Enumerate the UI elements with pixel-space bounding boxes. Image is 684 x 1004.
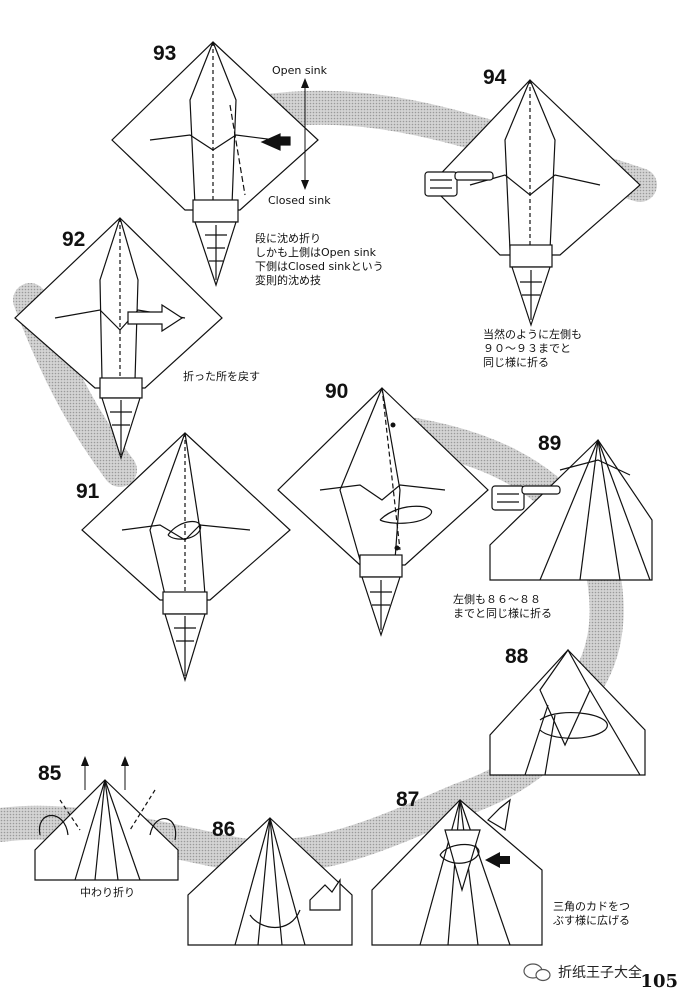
step85-note: 中わり折り bbox=[80, 886, 135, 899]
step-90-diagram bbox=[277, 387, 489, 637]
step-number-89: 89 bbox=[538, 432, 562, 455]
step-92-diagram bbox=[14, 217, 223, 460]
step-number-93: 93 bbox=[153, 42, 177, 65]
fold-arrow-icon bbox=[439, 843, 480, 864]
step-number-88: 88 bbox=[505, 645, 529, 668]
step-89-diagram bbox=[489, 439, 653, 581]
step87-note: 三角のカドをつ ぶす様に広げる bbox=[553, 900, 630, 927]
closed-sink-label: Closed sink bbox=[268, 194, 331, 207]
fold-arrow-icon bbox=[249, 909, 301, 928]
step-number-94: 94 bbox=[483, 66, 507, 89]
step-flow-band bbox=[0, 90, 657, 874]
step89-note: 左側も８６～８８ までと同じ様に折る bbox=[453, 593, 552, 620]
step-number-86: 86 bbox=[212, 818, 236, 841]
fold-arrow-icon bbox=[167, 521, 202, 540]
open-sink-label: Open sink bbox=[272, 64, 328, 77]
step-number-87: 87 bbox=[396, 788, 420, 811]
step-number-91: 91 bbox=[76, 480, 100, 503]
step-number-92: 92 bbox=[62, 228, 86, 251]
pointing-hand-icon bbox=[424, 171, 494, 197]
fold-arrow-icon bbox=[539, 711, 608, 739]
step-86-diagram bbox=[187, 817, 353, 946]
step-91-diagram bbox=[81, 432, 291, 683]
wechat-icon bbox=[523, 963, 551, 982]
step-number-90: 90 bbox=[325, 380, 349, 403]
step-93-diagram bbox=[111, 41, 319, 287]
push-arrow-icon bbox=[485, 798, 511, 868]
step-number-85: 85 bbox=[38, 762, 62, 785]
pointing-hand-icon bbox=[491, 485, 561, 511]
step92-note: 折った所を戻す bbox=[183, 370, 260, 383]
step-85-diagram bbox=[34, 779, 179, 881]
push-arrow-icon bbox=[127, 303, 184, 333]
page-number: 105 bbox=[640, 971, 678, 992]
watermark-text: 折纸王子大全 bbox=[558, 965, 642, 981]
step94-note: 当然のように左側も ９０～９３までと 同じ様に折る bbox=[483, 328, 582, 369]
step93-note: 段に沈め折り しかも上側はOpen sink 下側はClosed sinkという… bbox=[255, 232, 384, 287]
push-arrow-icon bbox=[309, 878, 341, 911]
fold-arrow-icon bbox=[379, 505, 433, 524]
